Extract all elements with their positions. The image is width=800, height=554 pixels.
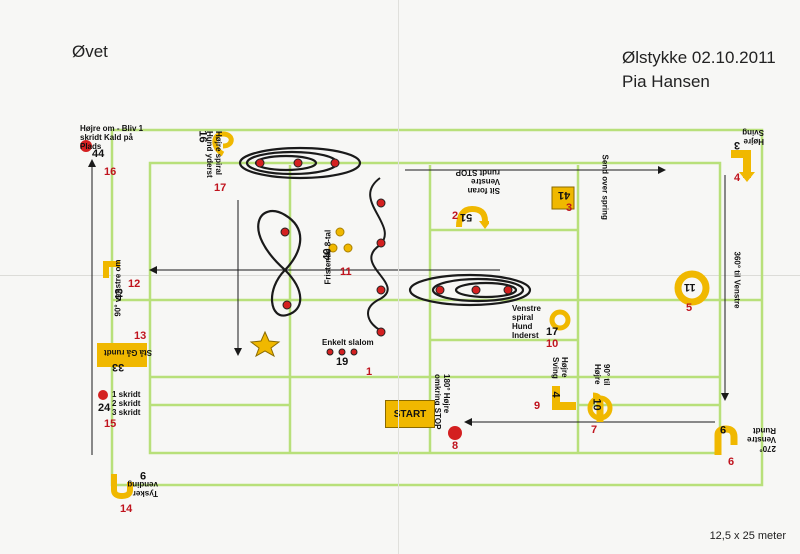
sign-6-icon [714, 425, 738, 455]
sign-2-code: 51 [460, 211, 473, 223]
sign-15-label: 1 skridt 2 skridt 3 skridt [112, 390, 141, 417]
sign-6-number: 6 [728, 456, 735, 468]
cones [255, 158, 513, 356]
sign-15-code: 24 [98, 402, 111, 414]
figure-eight [257, 209, 302, 317]
sign-11-code: 40 [321, 248, 334, 261]
sign-14-code: 9 [140, 469, 147, 481]
stop-icon-15 [98, 390, 108, 400]
star-sign-icon [249, 330, 281, 358]
sign-8-number: 8 [452, 440, 459, 452]
sign-12-icon [103, 261, 120, 278]
sign-14-number: 14 [120, 503, 133, 515]
start-sign: START [385, 400, 435, 428]
sign-13-number: 13 [134, 330, 147, 342]
sign-16-code: 44 [92, 148, 105, 160]
stop-icon-16 [80, 140, 92, 152]
sign-5-code: 11 [684, 281, 696, 293]
sign-1-label: Enkelt slalom [322, 338, 374, 347]
sign-9-icon [552, 386, 576, 410]
sign-10-number: 10 [546, 338, 559, 350]
sign-17-icon [212, 131, 234, 157]
sign-10-label: Venstre spiral Hund Inderst [512, 304, 541, 340]
scale-note: 12,5 x 25 meter [709, 530, 786, 542]
sign-6-label: 270° Venstre Rundt [747, 426, 776, 453]
sign-4-icon [731, 150, 755, 182]
sign-4-number: 4 [734, 172, 741, 184]
course-author: Pia Hansen [622, 72, 710, 91]
sign-7-number: 7 [591, 424, 598, 436]
course-date: Ølstykke 02.10.2011 [622, 48, 776, 67]
sign-3-icon [551, 186, 575, 210]
sign-4-code: 3 [734, 139, 741, 151]
sign-16-number: 16 [104, 166, 117, 178]
sign-9-code: 4 [549, 391, 562, 398]
sign-1-code: 19 [336, 356, 349, 368]
sign-10-code: 17 [546, 326, 559, 338]
sign-7-icon [587, 392, 613, 422]
sign-8-label: 180° Højre omkring STOP [433, 374, 451, 430]
sign-17-code: 16 [196, 130, 209, 143]
course-title: Øvet [72, 42, 108, 61]
sign-12-number: 12 [128, 278, 141, 290]
sign-6-code: 9 [720, 423, 727, 435]
start-label: START [393, 408, 427, 420]
sign-1-number: 1 [366, 366, 373, 378]
sign-5-number: 5 [686, 302, 693, 314]
sign-17-number: 17 [214, 182, 227, 194]
sign-13-box [97, 343, 147, 367]
sign-3-number: 3 [566, 202, 573, 214]
sign-14-icon [111, 474, 133, 500]
sign-2-number: 2 [452, 210, 459, 222]
stop-icon-8 [448, 426, 462, 440]
sign-15-number: 15 [104, 418, 117, 430]
sign-10-icon [549, 309, 571, 331]
sign-12-code: 43 [113, 288, 126, 301]
sign-14-label: Tysker vending [127, 480, 158, 498]
sign-5-label: 360° til Venstre [732, 251, 742, 309]
spiral-left [408, 273, 532, 307]
sign-3-code: 41 [558, 189, 571, 201]
sign-5-icon [674, 270, 710, 306]
sign-2-icon [456, 205, 489, 229]
sign-3-label: Send over spring [600, 154, 610, 220]
inner-rect [148, 161, 722, 455]
sign-16-label: Højre om - Bliv 1 skridt Kald på Plads [80, 124, 144, 151]
sign-13-code: 33 [112, 361, 125, 373]
sign-13-label: Stå Gå rundt [104, 348, 153, 357]
sign-9-number: 9 [534, 400, 541, 412]
sign-11-number: 11 [340, 266, 352, 278]
slalom-path [367, 177, 389, 331]
outer-rect [110, 128, 764, 487]
sign-7-code: 10 [590, 398, 603, 411]
sign-2-label: Sit foran Venstre rundt STOP [455, 168, 500, 195]
